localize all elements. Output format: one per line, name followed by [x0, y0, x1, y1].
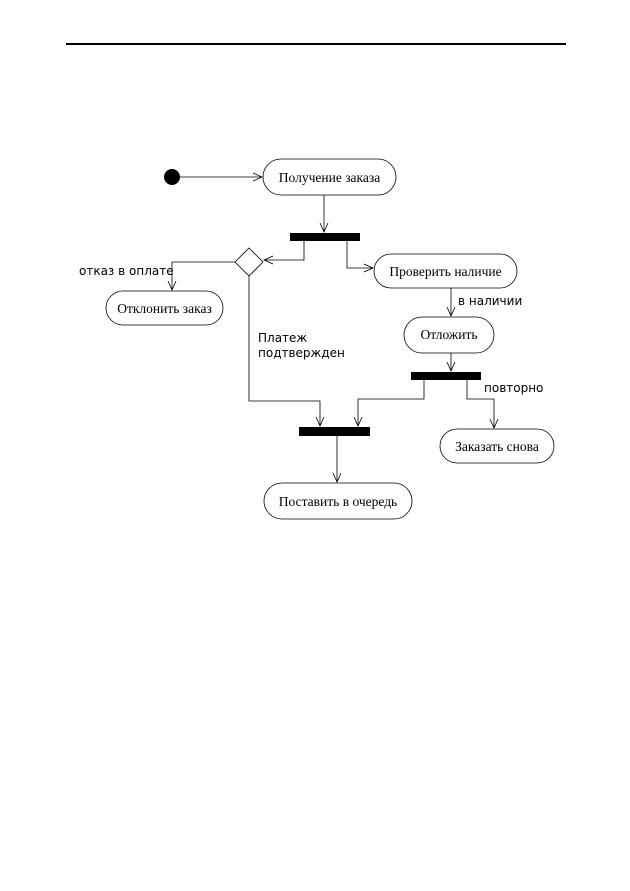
edge-label-again: повторно — [484, 381, 543, 395]
node-postpone — [403, 316, 495, 354]
edge-fork-to-decision — [264, 241, 305, 260]
decision-node — [234, 247, 264, 277]
node-receive-order-label: Получение заказа — [279, 170, 380, 185]
node-reject-order — [105, 290, 224, 326]
node-check-stock-label: Проверить наличие — [389, 264, 501, 279]
node-receive-order — [262, 158, 397, 196]
edge-fork2-to-join — [358, 380, 425, 426]
node-postpone-label: Отложить — [420, 327, 477, 342]
node-queue-label: Поставить в очередь — [279, 494, 397, 509]
fork-bar-1 — [290, 233, 360, 241]
node-check-stock — [373, 253, 518, 289]
node-reorder-label: Заказать снова — [455, 439, 539, 454]
edge-label-in-stock: в наличии — [458, 294, 522, 308]
edge-label-payment-confirmed-2: подтвержден — [258, 346, 345, 360]
header-rule — [66, 43, 566, 45]
edge-fork2-to-reorder — [466, 380, 494, 428]
node-queue — [263, 482, 413, 520]
fork-bar-2 — [411, 372, 481, 380]
node-reject-order-label: Отклонить заказ — [117, 301, 212, 316]
edge-label-payment-refused: отказ в оплате — [79, 264, 174, 278]
edge-decision-to-join — [248, 276, 320, 426]
node-reorder — [439, 428, 555, 464]
join-bar — [299, 427, 370, 436]
edge-label-payment-confirmed-1: Платеж — [258, 331, 307, 345]
edge-fork-to-check — [346, 241, 373, 268]
initial-node — [164, 169, 180, 185]
edge-decision-to-reject — [172, 261, 235, 290]
